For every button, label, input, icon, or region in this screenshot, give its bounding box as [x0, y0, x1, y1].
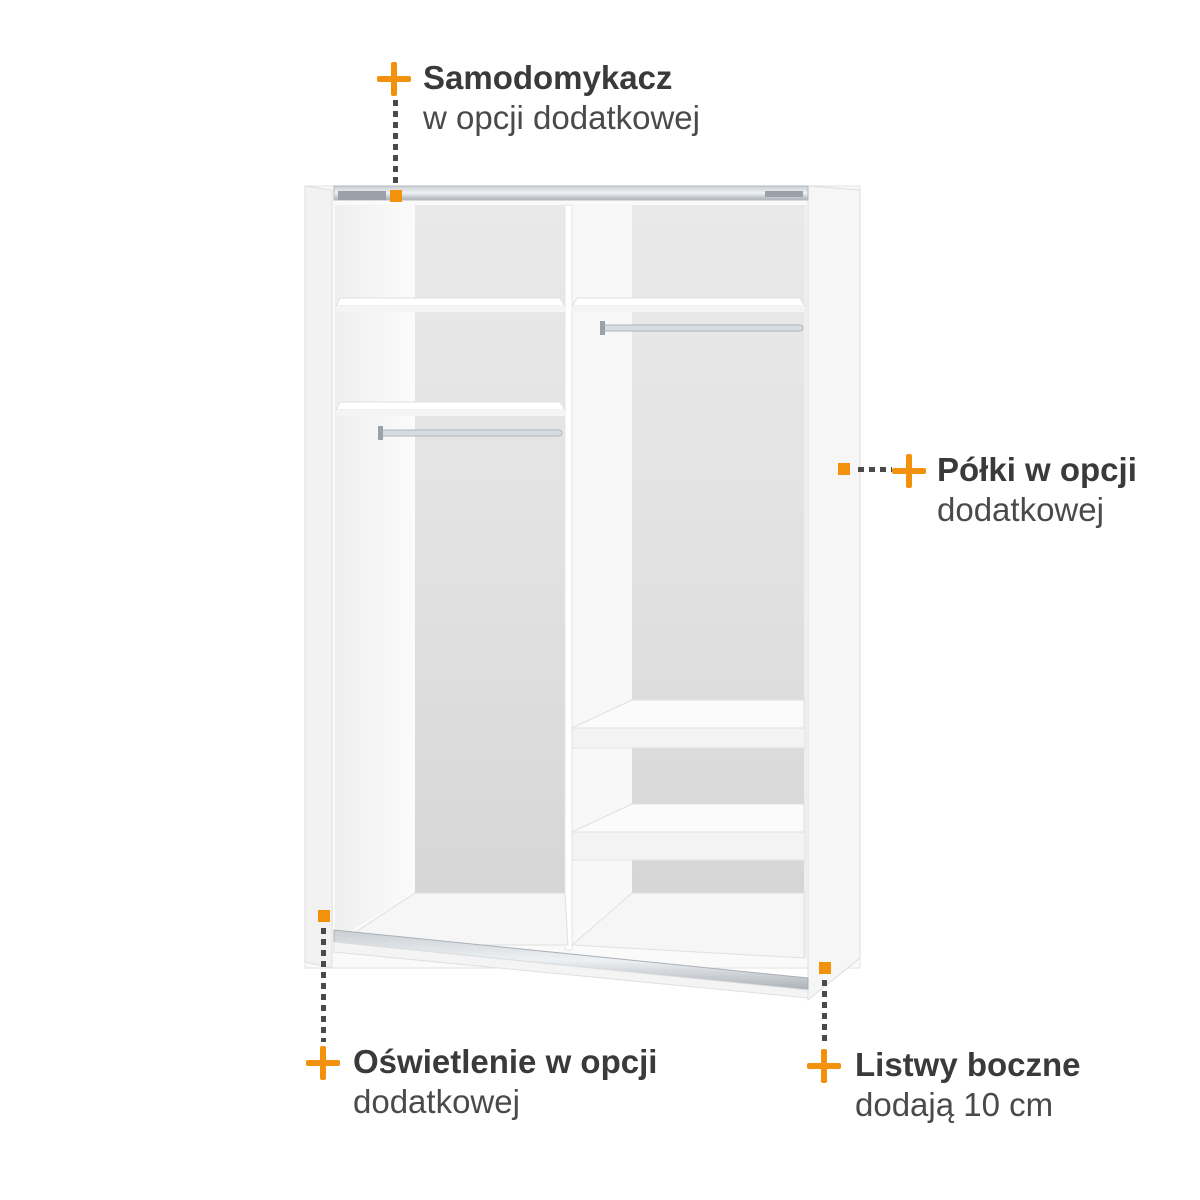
- callout-subtitle: w opcji dodatkowej: [423, 99, 700, 136]
- plus-icon: [306, 1046, 340, 1080]
- right-top-shelf: [571, 297, 806, 312]
- callout-title: Półki w opcji: [937, 451, 1137, 488]
- interior-back-right: [632, 205, 804, 893]
- central-divider: [564, 204, 573, 951]
- top-marker: [390, 190, 402, 202]
- soft-close-mechanism: [338, 191, 386, 200]
- bottom-right-leader-line: [822, 980, 827, 1042]
- right-leader-line: [858, 467, 892, 472]
- bottom-left-marker: [318, 910, 330, 922]
- callout-title: Listwy boczne: [855, 1046, 1081, 1083]
- callout-soft-close: Samodomykacz w opcji dodatkowej: [423, 58, 700, 138]
- bottom-left-leader-line: [321, 928, 326, 1042]
- callout-shelves: Półki w opcji dodatkowej: [937, 450, 1137, 530]
- callout-lighting: Oświetlenie w opcji dodatkowej: [353, 1042, 657, 1122]
- bottom-right-marker: [819, 962, 831, 974]
- callout-subtitle: dodatkowej: [353, 1083, 520, 1120]
- right-lower-shelves: [571, 699, 806, 861]
- top-rail: [333, 185, 809, 201]
- callout-side-strips: Listwy boczne dodają 10 cm: [855, 1045, 1081, 1125]
- right-marker: [838, 463, 850, 475]
- plus-icon: [807, 1049, 841, 1083]
- wardrobe-floor: [334, 892, 805, 959]
- plus-icon: [892, 454, 926, 488]
- left-hanging-rod: [378, 426, 563, 440]
- top-leader-line: [393, 100, 398, 188]
- callout-subtitle: dodatkowej: [937, 491, 1104, 528]
- left-shelves: [335, 297, 566, 416]
- callout-title: Samodomykacz: [423, 59, 673, 96]
- callout-subtitle: dodają 10 cm: [855, 1086, 1054, 1123]
- callout-title: Oświetlenie w opcji: [353, 1043, 658, 1080]
- interior-back-left: [415, 205, 565, 893]
- right-hanging-rod: [600, 321, 804, 335]
- plus-icon: [377, 62, 411, 96]
